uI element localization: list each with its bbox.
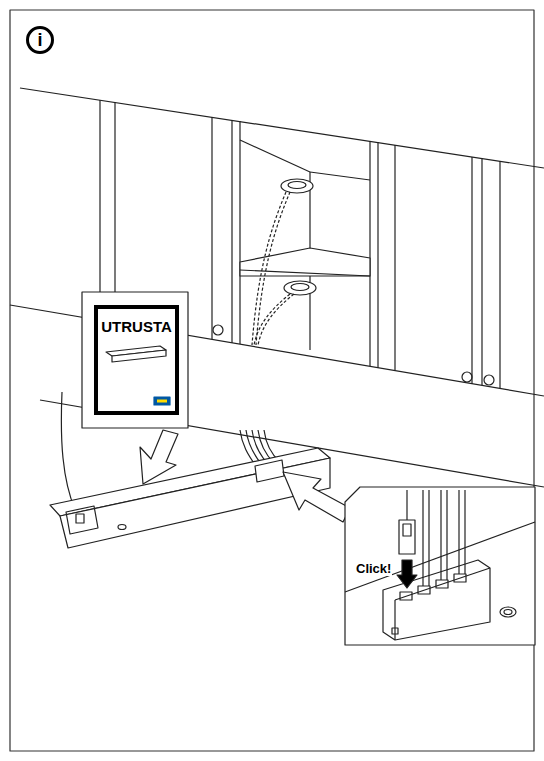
info-symbol: i (37, 31, 42, 49)
manual-booklet: UTRUSTA (94, 305, 179, 415)
detail-inset (345, 487, 535, 645)
direction-arrow (140, 430, 178, 484)
direction-arrow (283, 472, 350, 522)
booklet-page (82, 292, 188, 428)
puck-light (281, 179, 316, 295)
power-cable (61, 392, 76, 512)
cabinet-top-edge (20, 88, 544, 168)
info-icon: i (26, 26, 54, 54)
open-cabinet-interior (240, 121, 370, 366)
action-label: Click! (355, 561, 392, 576)
hidden-cable (252, 192, 294, 345)
manual-title: UTRUSTA (98, 318, 175, 335)
light-bar (50, 448, 330, 548)
brand-logo (154, 397, 170, 405)
